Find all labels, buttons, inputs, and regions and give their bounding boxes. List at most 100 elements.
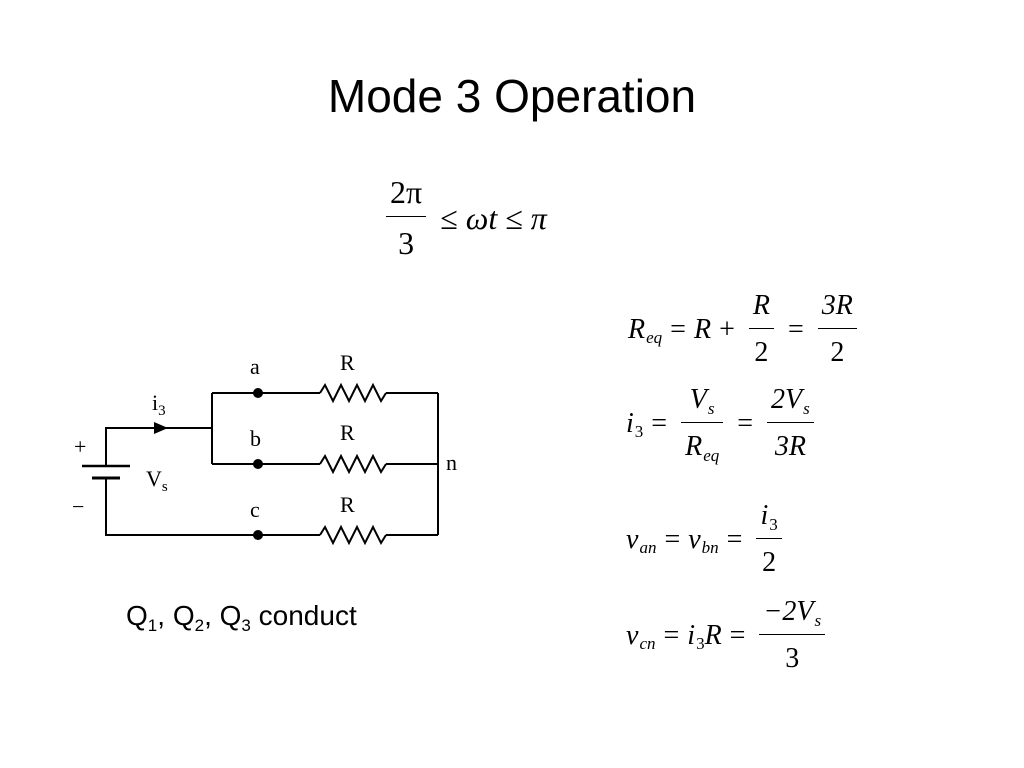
fraction-bar — [759, 634, 826, 635]
i3-f2-num-sub: s — [803, 398, 810, 418]
range-fraction-denominator: 3 — [398, 225, 415, 261]
range-fraction-numerator: 2π — [390, 174, 423, 210]
node-c-label: c — [250, 497, 260, 522]
van-term-v-sub: bn — [701, 538, 719, 557]
req-fraction-1-num: R — [752, 290, 770, 321]
caption-q2: Q — [172, 600, 195, 631]
fraction-bar — [756, 538, 782, 539]
vcn-f-num: −2V — [763, 596, 814, 627]
minus-sign: − — [72, 494, 84, 519]
range-fraction: 2π 3 — [386, 174, 427, 261]
wire-top-feed — [105, 427, 212, 466]
van-f-num-sub: 3 — [769, 514, 778, 534]
current-label-main: i — [152, 390, 158, 415]
i3-lhs: i — [626, 407, 634, 439]
i3-lhs-sub: 3 — [634, 422, 644, 441]
van-lhs: v — [626, 523, 639, 555]
resistor-c — [319, 524, 387, 546]
caption-q1: Q — [126, 600, 148, 631]
van-lhs-sub: an — [639, 538, 657, 557]
i3-f1-den: R — [685, 431, 703, 462]
node-c-dot — [253, 530, 263, 540]
resistor-b-label: R — [340, 420, 355, 445]
vcn-term-r: R — [704, 619, 722, 651]
req-eq-2: = — [787, 313, 804, 345]
i3-fraction-2-den: 3R — [774, 431, 806, 462]
slide-title: Mode 3 Operation — [327, 70, 697, 122]
node-a-dot — [253, 388, 263, 398]
vcn-fraction-denominator: 3 — [785, 643, 800, 674]
caption-q3-sub: 3 — [241, 616, 251, 635]
conduction-caption: Q1, Q2, Q3 conduct — [126, 600, 357, 635]
caption-q2-sub: 2 — [194, 616, 205, 635]
req-lhs: R — [628, 313, 646, 345]
req-eq-1: = — [670, 313, 686, 345]
caption-rest: conduct — [250, 600, 357, 631]
fraction-bar — [748, 328, 774, 329]
circuit-diagram: a b c n R R R i3 Vs + − — [72, 350, 457, 546]
range-expression: 2π 3 ≤ ωt ≤ π — [380, 176, 547, 259]
req-lhs-sub: eq — [646, 328, 663, 347]
van-eq-2: = — [726, 523, 743, 555]
current-arrow — [154, 422, 168, 434]
node-b-dot — [253, 459, 263, 469]
node-b-label: b — [250, 426, 261, 451]
resistor-c-label: R — [340, 492, 355, 517]
resistor-a-label: R — [340, 350, 355, 375]
van-term-v: v — [688, 523, 701, 555]
req-term-r: R — [693, 313, 712, 345]
range-le-1: ≤ — [440, 199, 458, 236]
req-fraction-2-den: 2 — [830, 337, 845, 368]
node-n-label: n — [446, 450, 457, 475]
i3-f1-den-sub: eq — [703, 445, 720, 465]
req-fraction-1-den: 2 — [754, 337, 769, 368]
req-fraction-1: R 2 — [748, 290, 774, 368]
i3-f1-num-sub: s — [707, 398, 715, 418]
current-label-sub: 3 — [158, 403, 166, 419]
van-f-num: i — [760, 500, 769, 531]
vcn-eq-2: = — [729, 619, 746, 651]
node-a-label: a — [250, 354, 260, 379]
fraction-bar — [681, 422, 724, 423]
range-le-2: ≤ — [505, 199, 523, 236]
vcn-term-i: i — [687, 619, 696, 651]
fraction-bar — [817, 328, 857, 329]
req-fraction-2-num: 3R — [821, 290, 853, 321]
van-fraction-denominator: 2 — [762, 547, 777, 578]
source-label-sub: s — [162, 479, 168, 495]
fraction-bar — [386, 216, 427, 217]
caption-q1-sub: 1 — [147, 616, 158, 635]
vcn-lhs-sub: cn — [639, 634, 656, 653]
caption-q3: Q — [219, 600, 242, 631]
range-omega-t: ωt — [465, 199, 498, 236]
source-label: Vs — [146, 466, 168, 495]
vcn-lhs: v — [626, 619, 639, 651]
vcn-term-i-sub: 3 — [696, 634, 705, 653]
i3-f2-num: 2V — [771, 384, 803, 415]
range-pi: π — [530, 199, 547, 236]
i3-f1-num: V — [689, 384, 707, 415]
plus-sign: + — [74, 434, 86, 459]
van-eq-1: = — [664, 523, 681, 555]
caption-sep-2: , — [204, 600, 220, 631]
caption-sep-1: , — [157, 600, 173, 631]
i3-eq-2: = — [737, 407, 754, 439]
current-label: i3 — [152, 390, 166, 419]
vcn-f-num-sub: s — [814, 610, 822, 630]
resistor-a — [319, 382, 387, 404]
source-label-main: V — [146, 466, 162, 491]
vcn-eq-1: = — [663, 619, 680, 651]
